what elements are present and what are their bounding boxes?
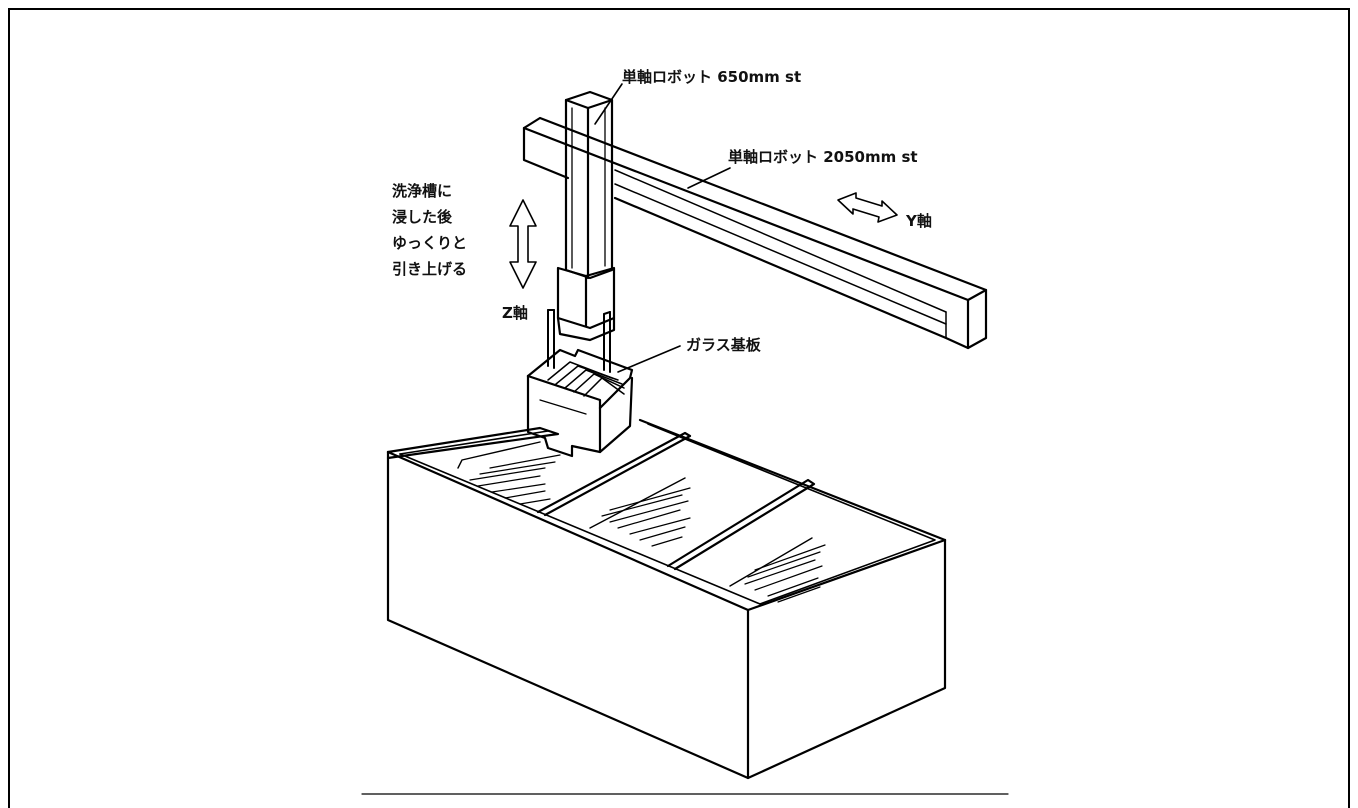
z-axis-column [556, 90, 616, 342]
process-note-line-4: 引き上げる [392, 260, 467, 278]
cleaning-tank [386, 418, 947, 780]
y-axis-label: Y軸 [905, 212, 932, 230]
y-axis-arrow [837, 192, 898, 223]
z-axis-arrow [509, 199, 537, 289]
glass-substrate-rack [526, 348, 634, 458]
glass-substrate-label: ガラス基板 [686, 336, 762, 354]
leader-lines [594, 83, 731, 373]
liquid-hatching [469, 454, 826, 603]
process-note-line-3: ゆっくりと [392, 234, 467, 252]
y-axis-beam [522, 116, 988, 350]
z-robot-label: 単軸ロボット 650mm st [622, 68, 801, 86]
figure-frame [8, 8, 1350, 808]
process-note-line-1: 洗浄槽に [392, 182, 452, 200]
process-note-line-2: 浸した後 [392, 208, 453, 226]
z-axis-label: Z軸 [502, 304, 528, 322]
y-robot-label: 単軸ロボット 2050mm st [728, 148, 918, 166]
